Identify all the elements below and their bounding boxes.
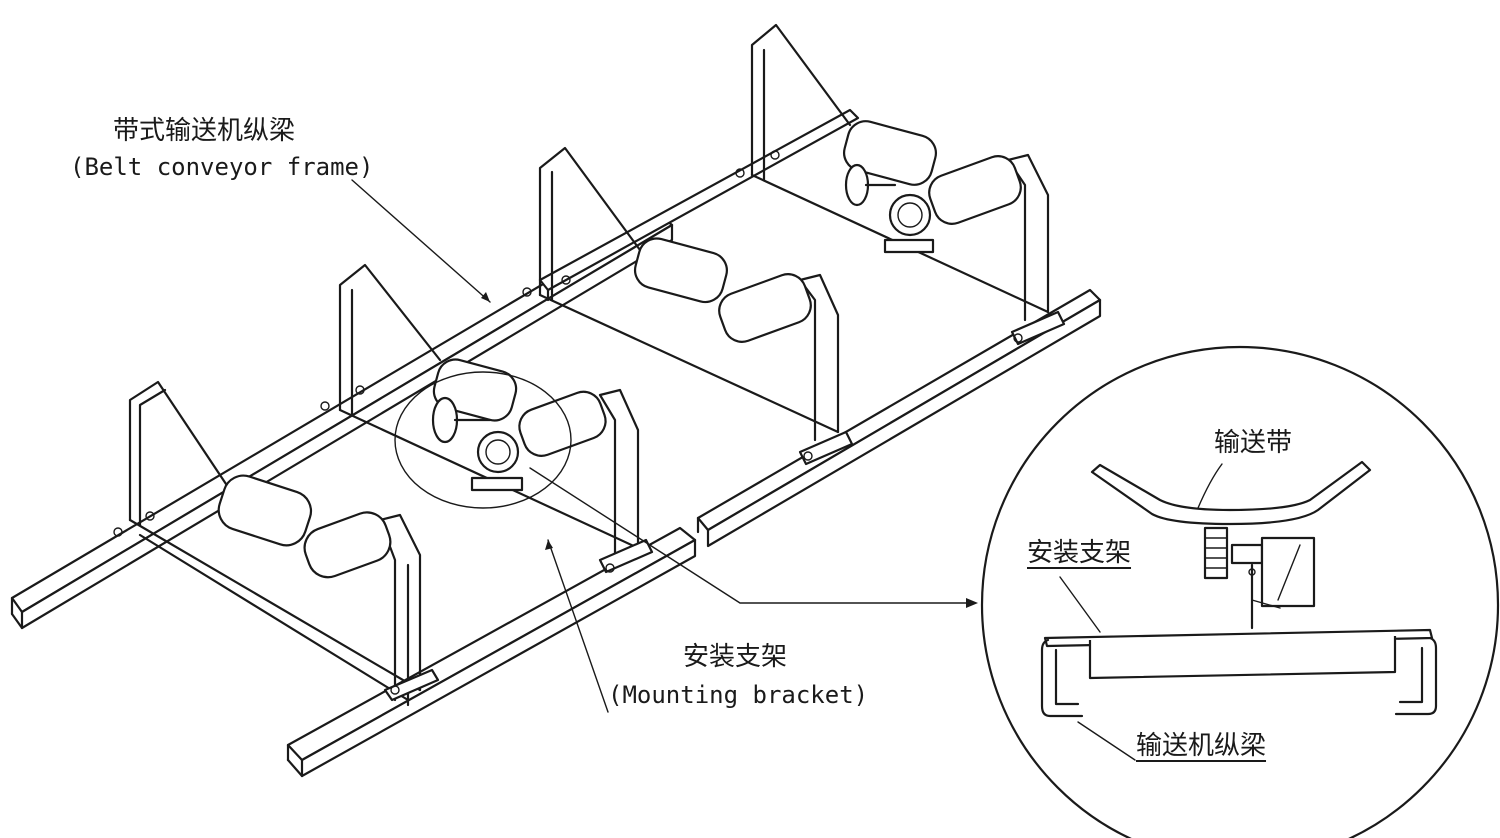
detail-frame-leader — [1077, 721, 1136, 761]
detail-circle — [980, 345, 1500, 838]
back-longitudinal-beam — [10, 213, 674, 630]
detail-bracket-leader — [1059, 576, 1101, 633]
bracket-leader-line — [545, 539, 609, 713]
detail-leader-line — [529, 467, 978, 608]
frame-label-english: (Belt conveyor frame) — [70, 153, 374, 181]
idler-set-1 — [128, 380, 440, 707]
sensor-unit-front — [431, 396, 524, 492]
idler-set-4 — [750, 23, 1066, 346]
bolt-markers — [113, 150, 1023, 695]
bracket-label-chinese: 安装支架 — [683, 642, 788, 672]
detail-frame-section — [1040, 636, 1438, 718]
right-longitudinal-beam — [696, 288, 1102, 548]
detail-belt-label: 输送带 — [1214, 428, 1293, 458]
detail-belt — [1090, 460, 1372, 526]
frame-leader-line — [351, 179, 491, 303]
detail-highlight-ellipse — [394, 371, 572, 509]
front-longitudinal-beam — [286, 526, 697, 778]
detail-bracket-label: 安装支架 — [1027, 538, 1132, 568]
sensor-unit-rear — [844, 163, 935, 254]
frame-label-chinese: 带式输送机纵梁 — [113, 116, 296, 146]
detail-belt-leader — [1197, 463, 1223, 509]
detail-frame-label: 输送机纵梁 — [1136, 731, 1267, 761]
idler-set-3 — [538, 146, 854, 466]
detail-sensor — [1203, 526, 1316, 630]
bracket-label-english: (Mounting bracket) — [608, 681, 869, 709]
